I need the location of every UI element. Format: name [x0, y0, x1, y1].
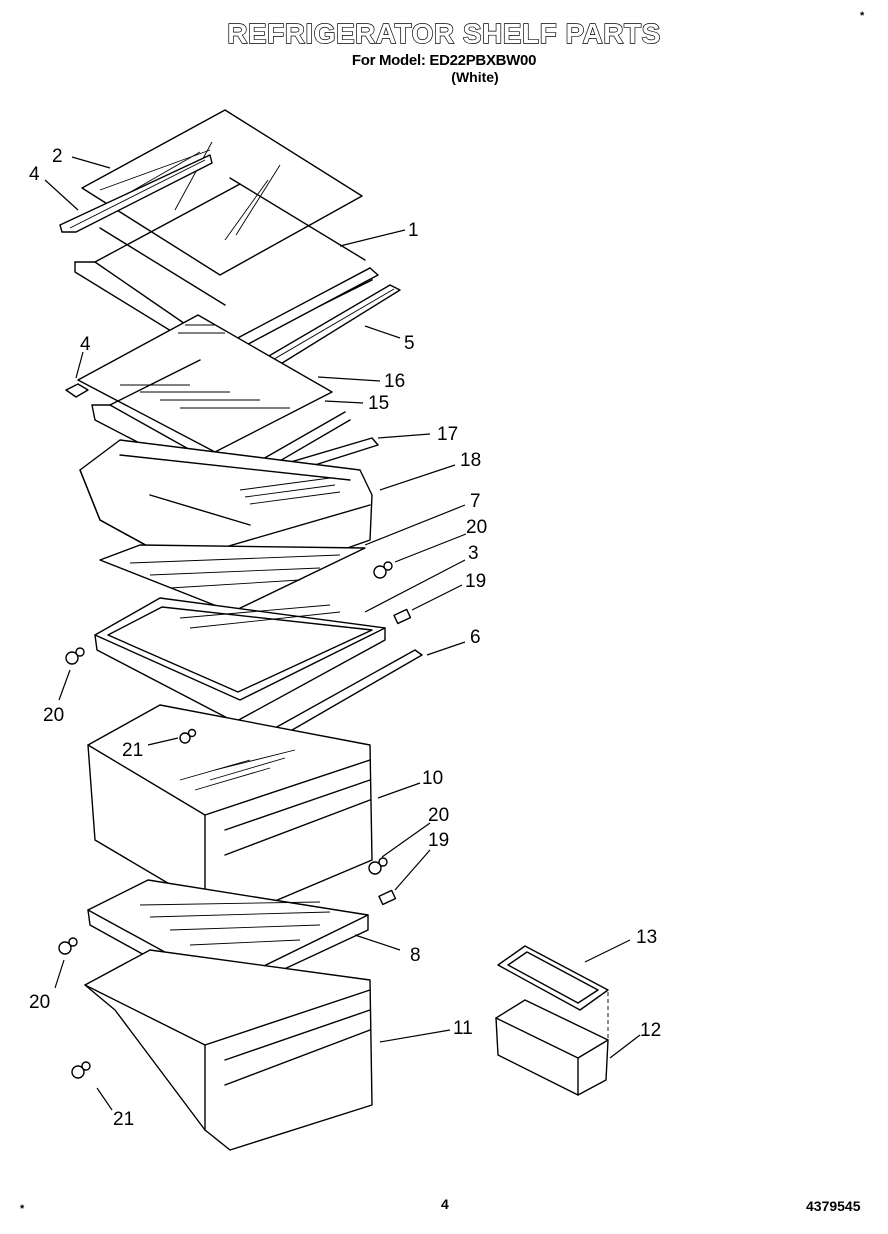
- part-shelf-insert-7: [99, 544, 366, 613]
- callout-5: 5: [404, 333, 415, 354]
- callout-20-left-upper: 20: [43, 705, 64, 726]
- callout-20-lower-right: 20: [428, 805, 449, 826]
- callout-1: 1: [408, 220, 419, 241]
- callout-20-upper-right: 20: [466, 517, 487, 538]
- part-clip-19-a: [393, 608, 412, 625]
- part-dish-tray-12: [495, 992, 609, 1096]
- part-dish-lid-13: [497, 945, 609, 1011]
- callout-labels: 1 2 3 4 4 5 6 7 8 10 11 12 13 15 16 17 1…: [29, 146, 661, 1130]
- callout-6: 6: [470, 627, 481, 648]
- callout-15: 15: [368, 393, 389, 414]
- callout-4-upper: 4: [29, 164, 40, 185]
- part-stud-20-d: [58, 937, 78, 955]
- callout-8: 8: [410, 945, 421, 966]
- callout-16: 16: [384, 371, 405, 392]
- part-glass-shelf-top: [81, 109, 363, 276]
- part-crisper-cover-frame-3: [94, 597, 386, 723]
- callout-18: 18: [460, 450, 481, 471]
- part-stud-20-a: [373, 561, 393, 579]
- leader-lines: [44, 156, 641, 1111]
- callout-2: 2: [52, 146, 63, 167]
- part-crisper-pan-10: [87, 704, 373, 921]
- part-glass-shelf-16: [77, 314, 333, 453]
- callout-7: 7: [470, 491, 481, 512]
- callout-21-lower: 21: [113, 1109, 134, 1130]
- color-variant: (White): [451, 69, 499, 85]
- callout-19-lower: 19: [428, 830, 449, 851]
- callout-19-upper: 19: [465, 571, 486, 592]
- callout-20-left-lower: 20: [29, 992, 50, 1013]
- document-number: 4379545: [806, 1198, 861, 1214]
- corner-mark-bottom: *: [20, 1203, 25, 1215]
- part-crisper-cover-8: [87, 879, 369, 999]
- part-clip-19-b: [378, 889, 397, 906]
- callout-13: 13: [636, 927, 657, 948]
- part-stud-20-c: [368, 857, 388, 875]
- part-trim-strip-upper: [59, 154, 213, 233]
- model-subtitle: For Model: ED22PBXBW00: [351, 52, 537, 69]
- part-crisper-pan-11: [84, 949, 373, 1151]
- callout-3: 3: [468, 543, 479, 564]
- page-title: REFRIGERATOR SHELF PARTS: [227, 17, 661, 49]
- callout-12: 12: [640, 1020, 661, 1041]
- callout-17: 17: [437, 424, 458, 445]
- callout-21-upper: 21: [122, 740, 143, 761]
- part-trim-strip-lower: [65, 383, 89, 398]
- part-stud-21-a: [179, 728, 197, 744]
- callout-11: 11: [453, 1018, 473, 1039]
- part-stud-20-b: [65, 647, 85, 665]
- callout-10: 10: [422, 768, 443, 789]
- callout-4-lower: 4: [80, 334, 91, 355]
- corner-mark-top: *: [860, 10, 865, 22]
- page-number: 4: [441, 1196, 449, 1212]
- part-stud-21-b: [71, 1061, 91, 1079]
